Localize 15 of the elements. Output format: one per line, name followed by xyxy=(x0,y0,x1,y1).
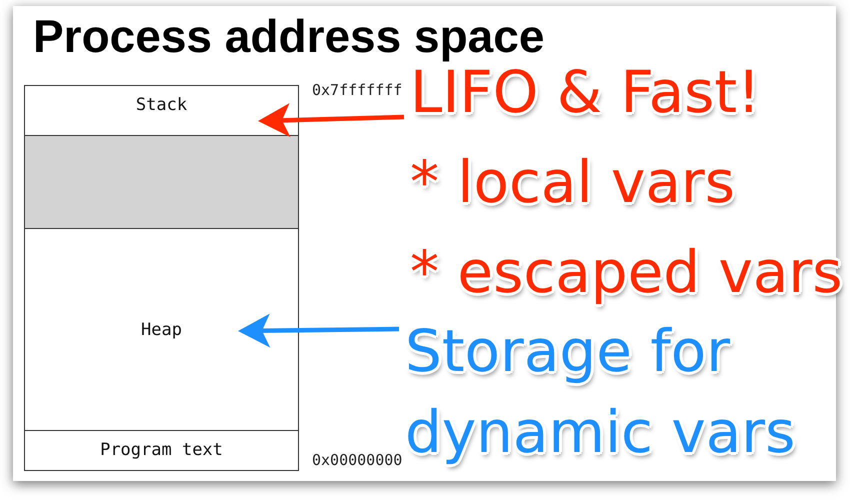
arrow xyxy=(258,103,404,138)
segment-label: Heap xyxy=(141,320,182,340)
segment-label: Stack xyxy=(136,94,188,114)
address-label: 0x7fffffff xyxy=(312,81,402,99)
memory-segment xyxy=(24,134,299,230)
segment-label: Program text xyxy=(100,440,223,460)
address-label: 0x00000000 xyxy=(312,451,402,469)
memory-segment xyxy=(24,228,299,431)
annotation-text: Storage for dynamic vars xyxy=(405,311,825,473)
arrow xyxy=(238,314,400,348)
slide-title: Process address space xyxy=(33,10,544,63)
memory-segment xyxy=(24,430,299,471)
memory-segment xyxy=(24,85,299,136)
annotation-text: * local vars xyxy=(410,149,736,216)
annotation-text: * escaped vars xyxy=(410,239,842,306)
